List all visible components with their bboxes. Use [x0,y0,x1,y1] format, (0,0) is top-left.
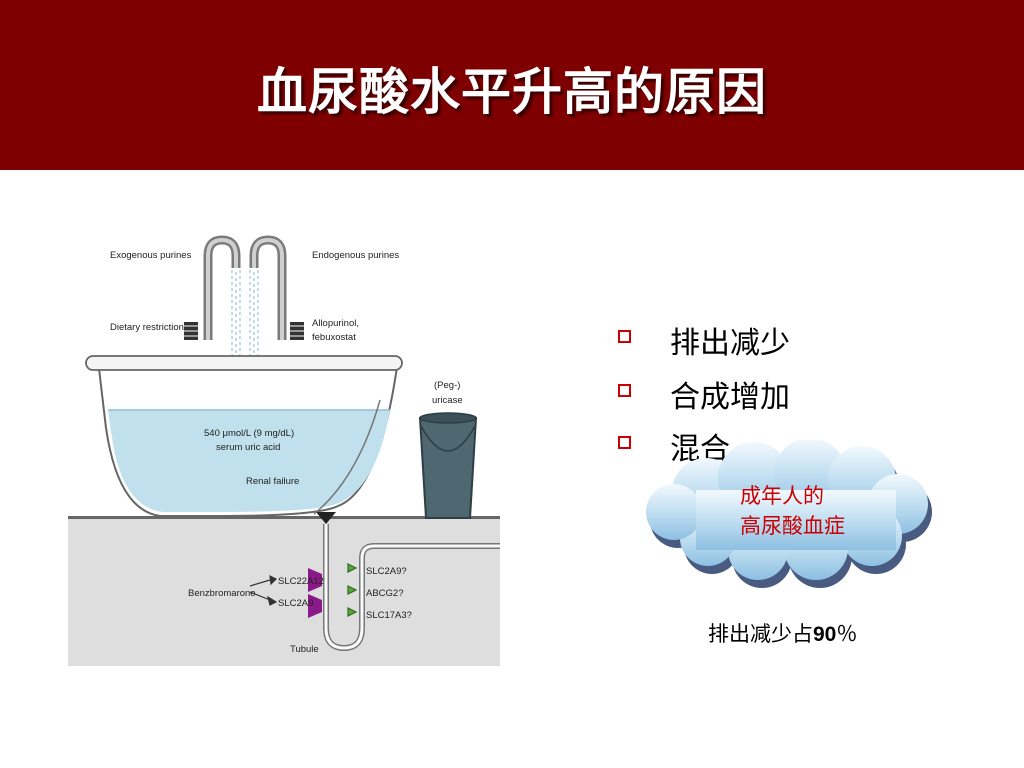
label-tubule: Tubule [290,644,319,655]
label-slc22a12: SLC22A12 [278,576,324,587]
title-bar: 血尿酸水平升高的原因 [0,0,1024,170]
label-slc17a3: SLC17A3? [366,610,412,621]
label-dietary: Dietary restriction [110,322,184,333]
excretion-note: 排出减少占90％ [708,618,857,648]
bathtub-figure: Exogenous purines Endogenous purines Die… [68,235,500,666]
label-uricase-2: uricase [432,395,463,406]
bathtub-rim [85,355,403,371]
label-renal: Renal failure [246,476,299,487]
label-uricase-1: (Peg-) [434,380,460,391]
slide-title: 血尿酸水平升高的原因 [257,63,767,121]
square-bullet-icon [618,436,631,449]
bullet-text: 排出减少 [670,326,790,361]
note-suffix: ％ [836,622,858,646]
note-prefix: 排出减少占 [708,622,813,646]
transporter-slc22a12-icon [308,568,322,592]
label-endogenous: Endogenous purines [312,250,399,261]
cloud-shape-icon [646,440,932,588]
label-slc2a9q: SLC2A9? [366,566,407,577]
label-allopurinol-2: febuxostat [312,332,356,343]
square-bullet-icon [618,384,631,397]
label-exogenous: Exogenous purines [110,250,192,261]
label-benzbromarone: Benzbromarone [188,588,256,599]
ground-line [68,516,500,519]
transporter-abcg2-icon [347,585,358,595]
cloud-text-line-2: 高尿酸血症 [740,514,845,538]
cloud-text-line-1: 成年人的 [740,484,824,508]
note-value: 90 [813,623,837,646]
label-abcg2: ABCG2? [366,588,404,599]
label-serum-2: serum uric acid [216,442,280,453]
drain-icon [316,512,336,524]
bucket-icon [418,417,478,519]
transporter-slc2a9-icon [308,594,322,618]
label-serum-1: 540 μmol/L (9 mg/dL) [204,428,294,439]
bullet-text: 合成增加 [670,380,790,415]
square-bullet-icon [618,330,631,343]
water-fill [108,410,390,512]
transporter-slc17a3-icon [347,607,358,617]
label-allopurinol-1: Allopurinol, [312,318,359,329]
transporter-slc2a9q-icon [347,563,358,573]
ground-area [68,518,500,666]
label-slc2a9: SLC2A9 [278,598,313,609]
